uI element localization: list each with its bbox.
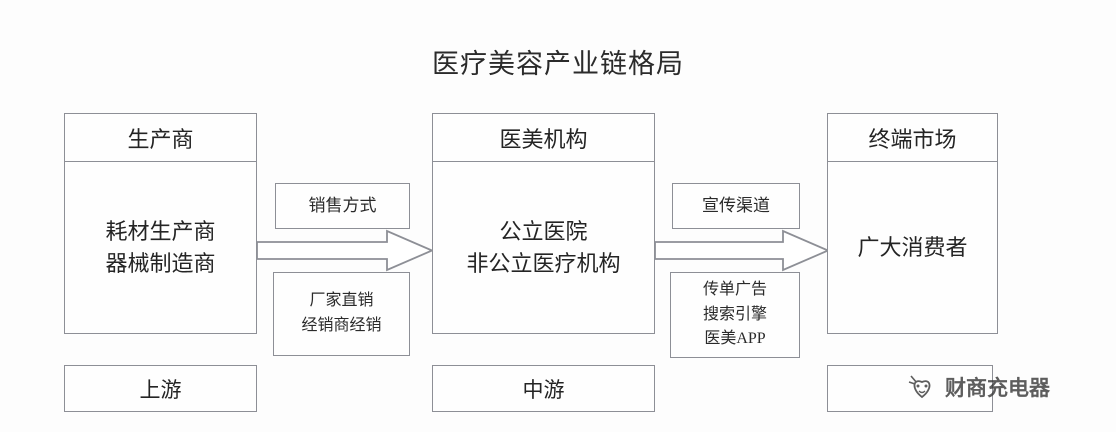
- connector-detail-sales: 厂家直销 经销商经销: [273, 272, 410, 356]
- connector-label-text: 销售方式: [308, 195, 377, 215]
- stage-body-midstream: 公立医院 非公立医疗机构: [433, 162, 654, 333]
- page-title: 医疗美容产业链格局: [432, 49, 684, 79]
- connector-detail-line: 搜索引擎: [702, 305, 767, 323]
- stage-body-line: 耗材生产商: [105, 218, 216, 244]
- stage-box-downstream: 终端市场 广大消费者: [827, 113, 998, 334]
- stage-body-line: 非公立医疗机构: [466, 250, 621, 276]
- tier-label: 中游: [522, 377, 565, 402]
- stage-header-midstream: 医美机构: [433, 114, 654, 162]
- tier-box-upper: 上游: [64, 365, 257, 412]
- stage-body-line: 广大消费者: [857, 234, 968, 260]
- stage-body-line: 公立医院: [499, 218, 588, 244]
- connector-label-promotion: 宣传渠道: [672, 183, 800, 229]
- stage-body-downstream: 广大消费者: [828, 162, 997, 333]
- stage-header-upstream: 生产商: [65, 114, 256, 162]
- connector-label-text: 宣传渠道: [702, 195, 770, 215]
- flow-arrow-midstream-to-downstream: [654, 228, 830, 273]
- stage-box-upstream: 生产商 耗材生产商 器械制造商: [64, 113, 257, 334]
- tier-box-middle: 中游: [432, 365, 655, 412]
- stage-body-upstream: 耗材生产商 器械制造商: [65, 162, 256, 333]
- stage-box-midstream: 医美机构 公立医院 非公立医疗机构: [432, 113, 655, 334]
- tier-label: 上游: [139, 377, 182, 402]
- connector-detail-line: 经销商经销: [301, 317, 382, 334]
- connector-detail-line: 厂家直销: [309, 292, 374, 310]
- connector-label-sales: 销售方式: [275, 183, 410, 229]
- tier-box-lower: [827, 365, 993, 412]
- stage-body-line: 器械制造商: [105, 250, 216, 276]
- connector-detail-line: 医美APP: [704, 330, 766, 348]
- stage-header-downstream: 终端市场: [828, 114, 997, 162]
- connector-detail-promotion: 传单广告 搜索引擎 医美APP: [670, 272, 800, 358]
- connector-detail-line: 传单广告: [702, 280, 767, 298]
- flow-arrow-upstream-to-midstream: [256, 228, 434, 273]
